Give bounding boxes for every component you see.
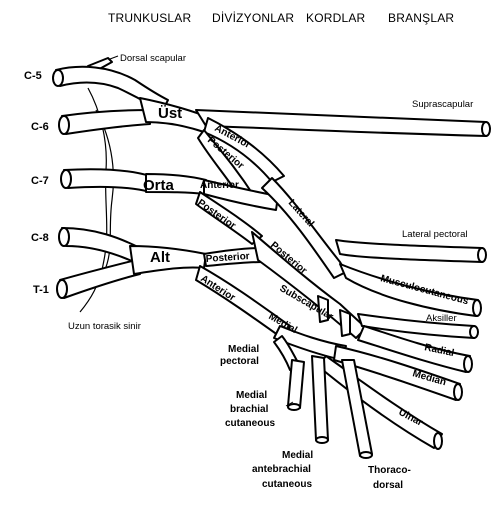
branch-label-long-thoracic: Uzun torasik sinir (68, 321, 141, 332)
thoracodorsal-line-2: dorsal (373, 480, 403, 491)
medial-brachial-line-3: cutaneous (225, 418, 275, 429)
root-c5 (55, 65, 169, 113)
median-end (453, 383, 463, 401)
branch-label-axillary: Aksiller (426, 313, 457, 324)
root-c6 (61, 109, 151, 135)
branch-label-medial-brachial-cutaneous: Medial brachial cutaneous (225, 390, 275, 429)
lateral-pectoral-end (477, 247, 487, 263)
medial-pectoral-line-1: Medial (228, 344, 259, 355)
header-cords: KORDLAR (306, 11, 366, 25)
subscapular-nerve-2 (339, 309, 351, 337)
root-label-c5: C-5 (24, 70, 42, 82)
middle-anterior-division (203, 179, 279, 211)
branch-label-medial-antebrachial-cutaneous: Medial antebrachial cutaneous (252, 450, 313, 490)
ulnar-end (433, 432, 443, 450)
trunk-label-lower: Alt (150, 249, 170, 266)
root-c6-end (58, 115, 70, 135)
root-t1-end (56, 279, 68, 299)
branch-label-suprascapular: Suprascapular (412, 99, 473, 110)
dorsal-scapular-leader (109, 55, 119, 60)
thoracodorsal-nerve (341, 359, 373, 457)
header-trunks: TRUNKUSLAR (108, 11, 191, 25)
root-label-t1: T-1 (33, 284, 49, 296)
thoracodorsal-end (359, 451, 373, 459)
radial-end (463, 355, 473, 373)
root-c8 (61, 227, 141, 263)
root-c7-end (60, 169, 72, 189)
division-label-lower-posterior: Posterior (205, 251, 250, 265)
medial-brachial-cutaneous-nerve (287, 359, 305, 409)
root-label-c8: C-8 (31, 232, 49, 244)
branch-label-dorsal-scapular: Dorsal scapular (120, 53, 186, 64)
subscapular-nerve-1 (317, 295, 329, 323)
branch-label-medial-pectoral: Medial pectoral (220, 344, 259, 367)
trunk-label-upper: Üst (158, 105, 182, 122)
medial-brachial-line-1: Medial (236, 390, 267, 401)
root-c5-end (52, 69, 64, 87)
header-divisions: DİVİZYONLAR (212, 11, 294, 25)
thoracodorsal-line-1: Thoraco- (368, 465, 411, 476)
medial-brachial-cutaneous-end (287, 403, 301, 411)
medial-antebrachial-line-3: cutaneous (262, 479, 312, 490)
axillary-end (469, 325, 479, 339)
trunk-label-middle: Orta (143, 177, 175, 194)
header-branches: BRANŞLAR (388, 11, 454, 25)
branch-label-thoracodorsal: Thoraco- dorsal (368, 465, 411, 491)
medial-antebrachial-line-1: Medial (282, 450, 313, 461)
lateral-cord (261, 177, 347, 279)
root-t1 (59, 259, 141, 299)
root-c7 (63, 168, 151, 193)
medial-antebrachial-line-2: antebrachial (252, 464, 311, 475)
suprascapular-nerve (195, 109, 487, 137)
medial-pectoral-line-2: pectoral (220, 356, 259, 367)
root-label-c6: C-6 (31, 121, 49, 133)
medial-brachial-line-2: brachial (230, 404, 269, 415)
lateral-pectoral-nerve (335, 239, 483, 263)
middle-posterior-division (195, 191, 263, 245)
medial-brachial-leader (285, 401, 294, 407)
root-c8-end (58, 227, 70, 247)
medial-antebrachial-cutaneous-end (315, 436, 329, 444)
division-label-middle-anterior: Anterior (200, 180, 239, 191)
root-label-c7: C-7 (31, 175, 49, 187)
branch-label-lateral-pectoral: Lateral pectoral (402, 229, 467, 240)
posterior-cord (251, 231, 367, 339)
suprascapular-end (481, 121, 491, 137)
musculocutaneous-end (472, 299, 482, 317)
